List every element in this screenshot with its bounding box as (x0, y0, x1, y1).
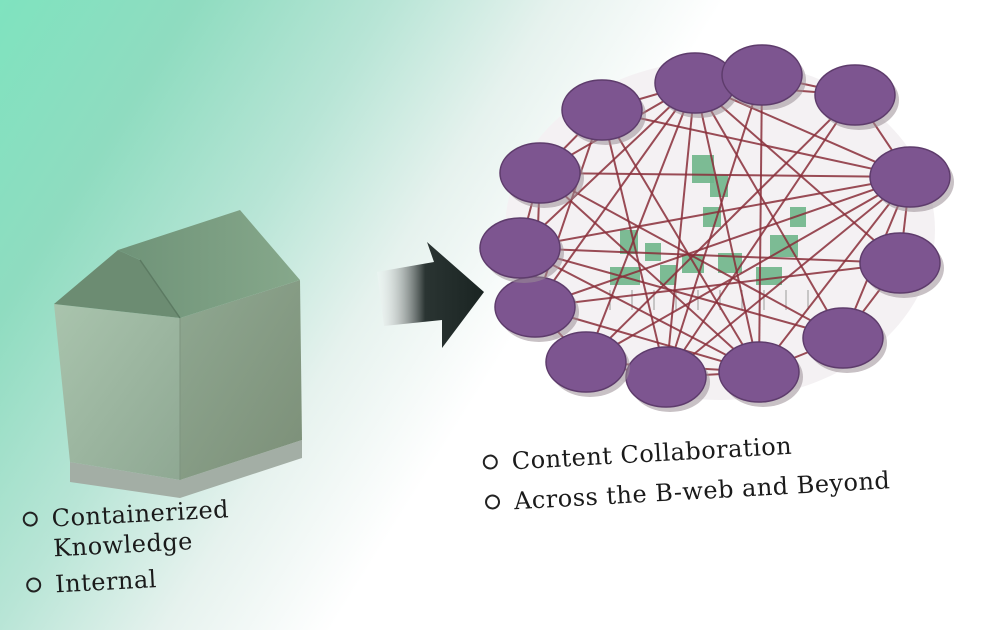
network-link (539, 172, 760, 373)
bullet-text: Containerized Knowledge (51, 495, 230, 563)
circle-bullet-icon (25, 577, 42, 593)
network-node (499, 142, 581, 204)
bullet-text: Internal (54, 565, 158, 599)
network-link (539, 172, 844, 339)
bullet-text: Content Collaboration (511, 431, 793, 476)
network-link (665, 82, 696, 378)
org-square (645, 243, 661, 261)
network-link (694, 82, 760, 373)
network-link (601, 109, 911, 178)
network-link (519, 176, 911, 249)
network-link (539, 172, 911, 178)
network-link (585, 94, 856, 363)
right-bullet-list: Content Collaboration Across the B-web a… (482, 420, 986, 528)
network-link (519, 82, 696, 249)
network-link (601, 109, 760, 373)
network-link (519, 247, 901, 264)
network-node (869, 146, 951, 208)
circle-bullet-icon (482, 454, 499, 470)
collaboration-network-diagram (479, 44, 954, 412)
network-link (534, 262, 901, 308)
network-node (718, 341, 800, 403)
network-link (585, 82, 696, 363)
org-square (790, 207, 806, 227)
org-square (692, 155, 714, 183)
network-link (534, 176, 911, 308)
circle-bullet-icon (484, 494, 501, 510)
network-node (802, 307, 884, 369)
left-bullet-list: Containerized Knowledge Internal (22, 489, 327, 607)
network-link (519, 247, 844, 339)
network-node (479, 217, 561, 279)
org-square (770, 235, 798, 257)
network-link (758, 74, 763, 373)
org-square (620, 230, 638, 254)
network-node (859, 232, 941, 294)
transition-arrow-icon (377, 242, 484, 348)
network-node (814, 64, 896, 126)
network-link (665, 94, 856, 378)
network-node (625, 346, 707, 408)
network-link (519, 247, 760, 373)
network-link (585, 176, 911, 363)
circle-bullet-icon (22, 511, 39, 527)
network-node (561, 79, 643, 141)
container-box-illustration (54, 210, 302, 498)
org-square (710, 175, 728, 197)
network-node (721, 44, 803, 106)
org-square (660, 265, 676, 285)
network-node (545, 331, 627, 393)
network-link (601, 109, 667, 378)
network-link (758, 176, 911, 373)
network-link (665, 74, 763, 378)
bullet-containerized-knowledge: Containerized Knowledge (22, 489, 325, 565)
network-node (494, 276, 576, 338)
